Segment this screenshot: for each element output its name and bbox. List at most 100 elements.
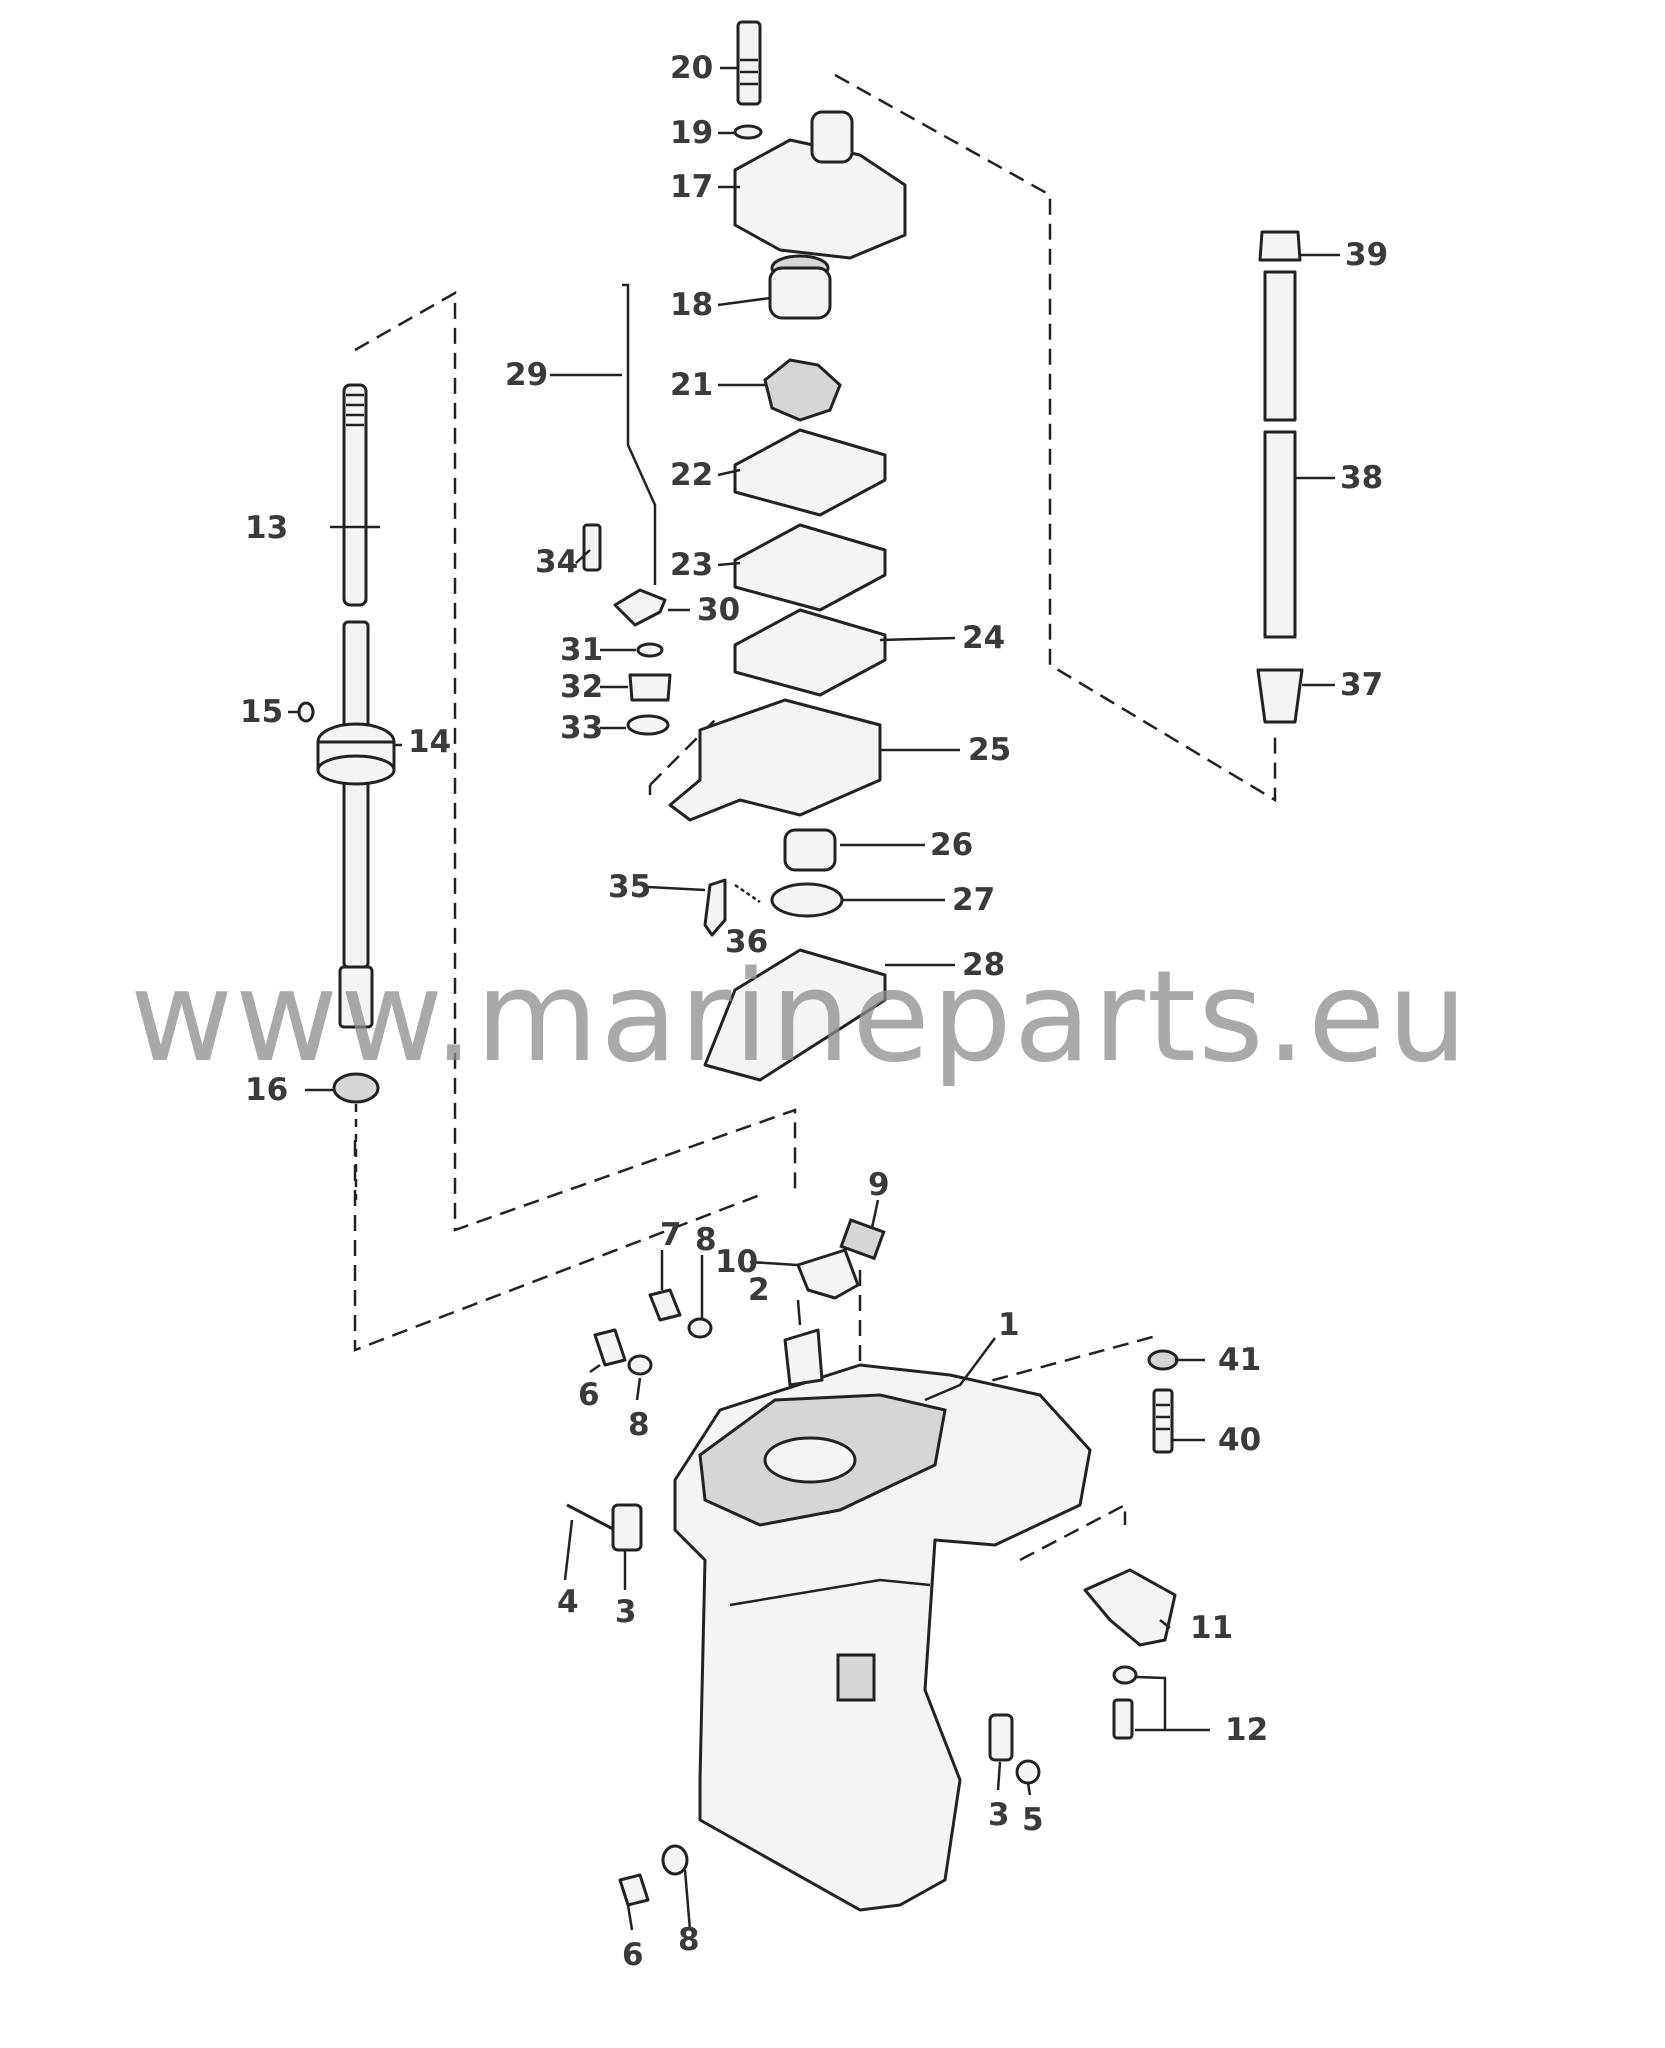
drive-shaft-group bbox=[297, 383, 396, 1200]
gearcase-center-bore-part bbox=[763, 1436, 857, 1484]
callout-38: 38 bbox=[1340, 460, 1383, 496]
pump-washer-part bbox=[733, 124, 763, 140]
callout-12: 12 bbox=[1225, 1712, 1268, 1748]
tube-top-seal-part bbox=[1258, 230, 1302, 262]
callout-15: 15 bbox=[240, 694, 283, 730]
callout-36: 36 bbox=[725, 924, 768, 960]
callout-17: 17 bbox=[670, 169, 713, 205]
callout-28: 28 bbox=[962, 947, 1005, 983]
callout-8-lower: 8 bbox=[678, 1922, 700, 1958]
trim-tab-anode-part bbox=[1083, 1568, 1177, 1647]
callout-23: 23 bbox=[670, 547, 713, 583]
pump-sleeve-part bbox=[783, 828, 837, 872]
o-ring-small-part bbox=[297, 701, 315, 723]
gearcase-fin bbox=[729, 1578, 931, 1607]
small-bolt-b-part bbox=[593, 1328, 627, 1367]
water-tube-group bbox=[1256, 230, 1304, 724]
callout-8-upper: 8 bbox=[695, 1222, 717, 1258]
callout-33: 33 bbox=[560, 710, 603, 746]
water-tube-lower-part bbox=[1263, 430, 1297, 639]
callout-30: 30 bbox=[697, 592, 740, 628]
coupler-pad-part bbox=[839, 1218, 886, 1261]
callout-11: 11 bbox=[1190, 1610, 1233, 1646]
shift-lever-part bbox=[703, 878, 727, 937]
callout-10: 10 bbox=[715, 1244, 758, 1280]
callout-labels: 13 14 15 16 20 19 17 18 21 22 23 24 25 2… bbox=[240, 50, 1388, 1973]
callout-40: 40 bbox=[1218, 1422, 1261, 1458]
callout-3-upper: 3 bbox=[615, 1594, 637, 1630]
callout-8-middle: 8 bbox=[628, 1407, 650, 1443]
shift-coupler-part bbox=[796, 1248, 860, 1300]
pump-gasket-lower-part bbox=[733, 608, 887, 697]
small-bolt-a-part bbox=[648, 1288, 682, 1322]
callout-41: 41 bbox=[1218, 1342, 1261, 1378]
callout-18: 18 bbox=[670, 287, 713, 323]
shift-rod-guide-part bbox=[613, 588, 667, 627]
bolt-40-part bbox=[1152, 1388, 1174, 1454]
water-tube-seal-part bbox=[703, 948, 887, 1082]
water-pump-group bbox=[582, 20, 907, 1082]
anode-bolt-part bbox=[1112, 1698, 1134, 1740]
gearcase-group bbox=[566, 1218, 1179, 1912]
callout-9: 9 bbox=[868, 1167, 890, 1203]
impeller-part bbox=[763, 358, 842, 422]
callout-2: 2 bbox=[748, 1272, 770, 1308]
callout-20: 20 bbox=[670, 50, 713, 86]
callout-13: 13 bbox=[245, 510, 288, 546]
drive-shaft-tail-part bbox=[338, 965, 374, 1029]
pump-insert-part bbox=[768, 266, 832, 320]
small-washer-b-part bbox=[627, 1354, 653, 1376]
callout-37: 37 bbox=[1340, 667, 1383, 703]
drive-shaft-upper-part bbox=[342, 383, 368, 607]
shift-rod-part bbox=[622, 283, 657, 585]
pump-plate-part bbox=[733, 523, 887, 612]
washer-8-lower-part bbox=[661, 1844, 689, 1876]
callout-24: 24 bbox=[962, 620, 1005, 656]
bolt-6-lower-part bbox=[618, 1873, 650, 1907]
lever-pin-part bbox=[734, 883, 761, 904]
screw-4-part bbox=[566, 1503, 616, 1532]
callout-26: 26 bbox=[930, 827, 973, 863]
seal-ring-part bbox=[770, 882, 844, 918]
callout-16: 16 bbox=[245, 1072, 288, 1108]
callout-22: 22 bbox=[670, 457, 713, 493]
callout-35: 35 bbox=[608, 869, 651, 905]
clip-3-lower-part bbox=[988, 1713, 1014, 1762]
bushing-part bbox=[628, 673, 672, 702]
callout-14: 14 bbox=[408, 724, 451, 760]
anode-washer-part bbox=[1112, 1665, 1138, 1685]
callout-19: 19 bbox=[670, 115, 713, 151]
callout-29: 29 bbox=[505, 357, 548, 393]
callout-32: 32 bbox=[560, 669, 603, 705]
small-washer-a-part bbox=[687, 1317, 713, 1339]
pump-base-part bbox=[668, 698, 882, 822]
bearing-sleeve-bottom-part bbox=[316, 754, 396, 786]
callout-4: 4 bbox=[557, 1584, 579, 1620]
leader-lines bbox=[288, 66, 1340, 1931]
drive-shaft-splines bbox=[346, 393, 364, 427]
callout-6-lower: 6 bbox=[622, 1937, 644, 1973]
callout-1: 1 bbox=[998, 1307, 1020, 1343]
drive-shaft-lower-part bbox=[342, 620, 370, 969]
callout-5: 5 bbox=[1022, 1802, 1044, 1838]
callout-39: 39 bbox=[1345, 237, 1388, 273]
clip-3-upper-part bbox=[611, 1503, 643, 1552]
gearcase-water-inlet bbox=[836, 1653, 876, 1702]
pump-gasket-upper-part bbox=[733, 428, 887, 517]
nut-41-part bbox=[1147, 1349, 1179, 1371]
nut-5-part bbox=[1015, 1759, 1041, 1785]
callout-21: 21 bbox=[670, 367, 713, 403]
callout-3-lower: 3 bbox=[988, 1797, 1010, 1833]
callout-34: 34 bbox=[535, 544, 578, 580]
small-washer-part bbox=[636, 642, 664, 658]
watermark-text: www.marineparts.eu bbox=[130, 943, 1469, 1090]
tube-bottom-seal-part bbox=[1256, 668, 1304, 724]
pump-bolt-part bbox=[736, 20, 762, 106]
shift-clip-part bbox=[783, 1328, 824, 1387]
water-tube-upper-part bbox=[1263, 270, 1297, 422]
callout-31: 31 bbox=[560, 632, 603, 668]
screw-small-part bbox=[582, 523, 602, 572]
callout-6-upper: 6 bbox=[578, 1377, 600, 1413]
flat-washer-part bbox=[626, 714, 670, 736]
